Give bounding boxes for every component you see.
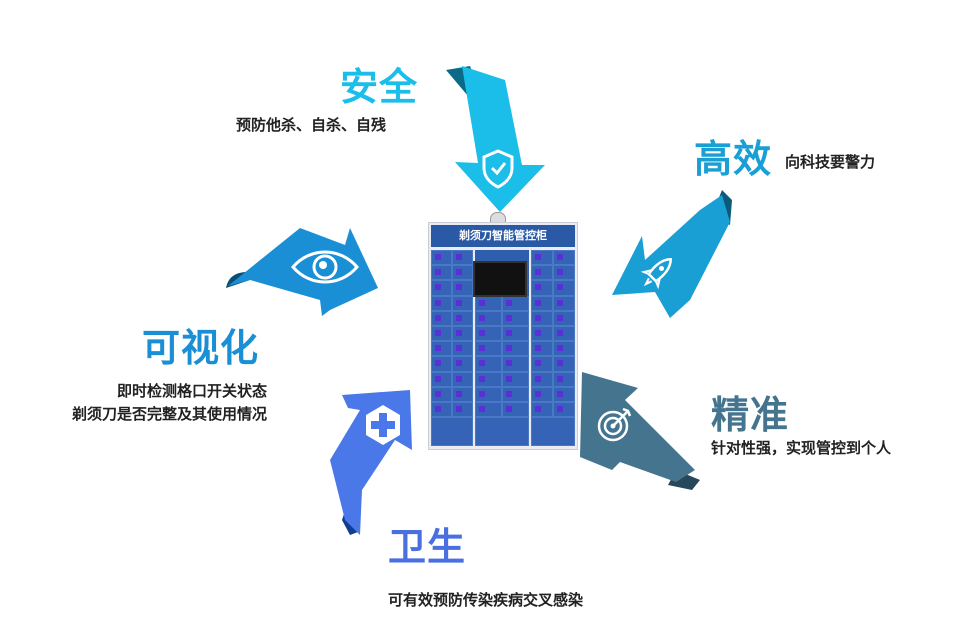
target-icon — [597, 407, 632, 442]
locker-cell — [475, 310, 502, 326]
locker-cell — [452, 295, 473, 311]
cabinet-title: 剃须刀智能管控柜 — [431, 225, 575, 247]
bottom-drawer — [531, 417, 575, 446]
locker-cell — [531, 310, 553, 326]
locker-cell — [531, 341, 553, 357]
locker-cell — [502, 295, 529, 311]
locker-cell — [553, 341, 575, 357]
locker-cell — [452, 250, 473, 266]
eye-icon — [291, 250, 359, 284]
locker-cell — [553, 280, 575, 296]
locker-cell — [553, 356, 575, 372]
precision-desc: 针对性强，实现管控到个人 — [711, 439, 892, 457]
locker-cell — [531, 371, 553, 387]
locker-cell — [531, 295, 553, 311]
hygiene-desc: 可有效预防传染疾病交叉感染 — [388, 591, 584, 609]
locker-cell — [553, 250, 575, 266]
locker-cell — [452, 310, 473, 326]
safety-title: 安全 — [340, 65, 419, 109]
locker-cell — [553, 326, 575, 342]
precision-arrow — [580, 372, 700, 490]
touch-screen — [473, 261, 527, 297]
visualization-desc-line2: 剃须刀是否完整及其使用情况 — [71, 405, 267, 423]
locker-cell — [431, 356, 452, 372]
locker-cell — [531, 356, 553, 372]
locker-cell — [431, 310, 452, 326]
locker-cell — [502, 326, 529, 342]
locker-cell — [475, 402, 502, 418]
efficiency-desc: 向科技要警力 — [785, 153, 876, 171]
locker-cell — [502, 310, 529, 326]
locker-cell — [452, 371, 473, 387]
locker-cell — [475, 386, 502, 402]
cabinet-image: 剃须刀智能管控柜 — [428, 222, 578, 450]
locker-cell — [502, 356, 529, 372]
visualization-title: 可视化 — [142, 326, 260, 370]
locker-cell — [431, 326, 452, 342]
locker-cell — [452, 326, 473, 342]
safety-desc: 预防他杀、自杀、自残 — [236, 116, 387, 134]
locker-cell — [553, 386, 575, 402]
locker-cell — [431, 386, 452, 402]
locker-cell — [431, 250, 452, 266]
locker-cell — [531, 326, 553, 342]
locker-cell — [431, 265, 452, 281]
locker-cell — [475, 295, 502, 311]
locker-cell — [531, 386, 553, 402]
locker-cell — [553, 310, 575, 326]
hygiene-title: 卫生 — [388, 525, 467, 569]
bottom-drawer — [475, 417, 529, 446]
bottom-drawer — [431, 417, 473, 446]
locker-cell — [531, 250, 553, 266]
safety-arrow — [446, 66, 545, 212]
hygiene-arrow — [330, 390, 412, 535]
locker-cell — [553, 402, 575, 418]
locker-cell — [553, 265, 575, 281]
locker-cell — [531, 280, 553, 296]
locker-cell — [452, 341, 473, 357]
locker-cell — [502, 341, 529, 357]
locker-cell — [452, 265, 473, 281]
medical-cross-icon — [366, 405, 400, 445]
locker-cell — [502, 402, 529, 418]
locker-cell — [475, 326, 502, 342]
rocket-icon — [640, 258, 672, 290]
precision-title: 精准 — [711, 393, 790, 437]
locker-cell — [531, 265, 553, 281]
locker-cell — [502, 371, 529, 387]
locker-cell — [475, 341, 502, 357]
locker-cell — [553, 371, 575, 387]
visualization-arrow — [226, 228, 378, 316]
locker-cell — [452, 386, 473, 402]
visualization-desc-line1: 即时检测格口开关状态 — [116, 382, 267, 400]
locker-cell — [452, 356, 473, 372]
locker-cell — [452, 402, 473, 418]
efficiency-title: 高效 — [694, 137, 773, 181]
locker-cell — [431, 402, 452, 418]
locker-cell — [475, 371, 502, 387]
locker-cell — [431, 341, 452, 357]
efficiency-arrow — [612, 190, 732, 318]
locker-cell — [502, 386, 529, 402]
locker-cell — [431, 371, 452, 387]
locker-cell — [452, 280, 473, 296]
locker-cell — [553, 295, 575, 311]
locker-cell — [475, 356, 502, 372]
locker-cell — [431, 280, 452, 296]
locker-cell — [531, 402, 553, 418]
shield-check-icon — [482, 149, 514, 189]
locker-cell — [431, 295, 452, 311]
